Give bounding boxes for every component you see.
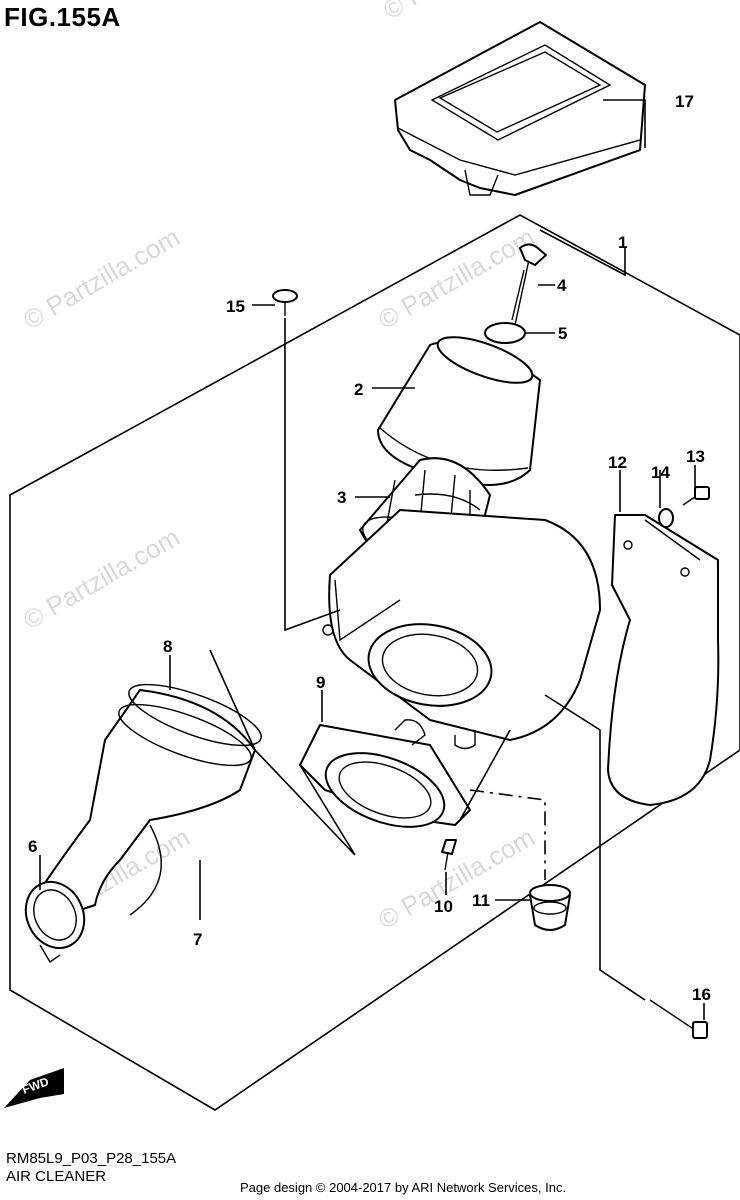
callout-2: 2 bbox=[354, 380, 363, 399]
watermark: © Partzilla.com bbox=[373, 222, 540, 336]
assembly-outline bbox=[9, 214, 740, 1111]
figure-code: RM85L9_P03_P28_155A bbox=[6, 1150, 177, 1167]
watermark: © Partzilla.com bbox=[378, 0, 545, 25]
callout-16: 16 bbox=[692, 985, 711, 1004]
callout-6: 6 bbox=[28, 837, 37, 856]
callout-11: 11 bbox=[472, 891, 490, 910]
callout-15: 15 bbox=[226, 297, 245, 316]
callout-17: 17 bbox=[675, 92, 694, 111]
callout-1: 1 bbox=[618, 233, 627, 252]
part-wing-bolt bbox=[511, 243, 547, 326]
callout-10: 10 bbox=[434, 897, 453, 916]
leader-lines bbox=[39, 99, 705, 1020]
part-grommet bbox=[529, 884, 571, 931]
callout-13: 13 bbox=[686, 447, 705, 466]
callout-4: 4 bbox=[557, 276, 567, 295]
part-flange bbox=[299, 719, 471, 828]
page-footer: Page design © 2004-2017 by ARI Network S… bbox=[240, 1180, 567, 1195]
part-guard-plate bbox=[607, 514, 720, 806]
part-intake-boot bbox=[29, 683, 262, 921]
callouts: 1 2 3 4 5 6 7 8 9 10 11 12 13 14 15 16 1… bbox=[28, 92, 711, 1004]
callout-3: 3 bbox=[337, 488, 346, 507]
part-screw-15 bbox=[272, 289, 298, 316]
watermark: © Partzilla.com bbox=[18, 522, 185, 636]
part-air-cleaner-case bbox=[322, 509, 601, 750]
callout-14: 14 bbox=[651, 463, 670, 482]
callout-8: 8 bbox=[163, 637, 172, 656]
part-washer bbox=[484, 322, 526, 344]
part-bolt-13 bbox=[682, 486, 710, 506]
part-cover bbox=[394, 21, 646, 196]
callout-12: 12 bbox=[608, 453, 627, 472]
callout-9: 9 bbox=[316, 673, 325, 692]
watermark: © Partzilla.com bbox=[18, 222, 185, 336]
figure-name: AIR CLEANER bbox=[6, 1168, 107, 1185]
part-bolt-16 bbox=[649, 999, 708, 1039]
callout-7: 7 bbox=[193, 930, 202, 949]
callout-5: 5 bbox=[558, 324, 567, 343]
part-filter-element bbox=[377, 336, 541, 486]
watermark: © Partzilla.com bbox=[373, 822, 540, 936]
fwd-arrow: FWD bbox=[4, 1068, 64, 1108]
part-screw bbox=[441, 839, 457, 871]
part-washer-14 bbox=[658, 508, 674, 528]
figure-title: FIG.155A bbox=[4, 2, 121, 32]
